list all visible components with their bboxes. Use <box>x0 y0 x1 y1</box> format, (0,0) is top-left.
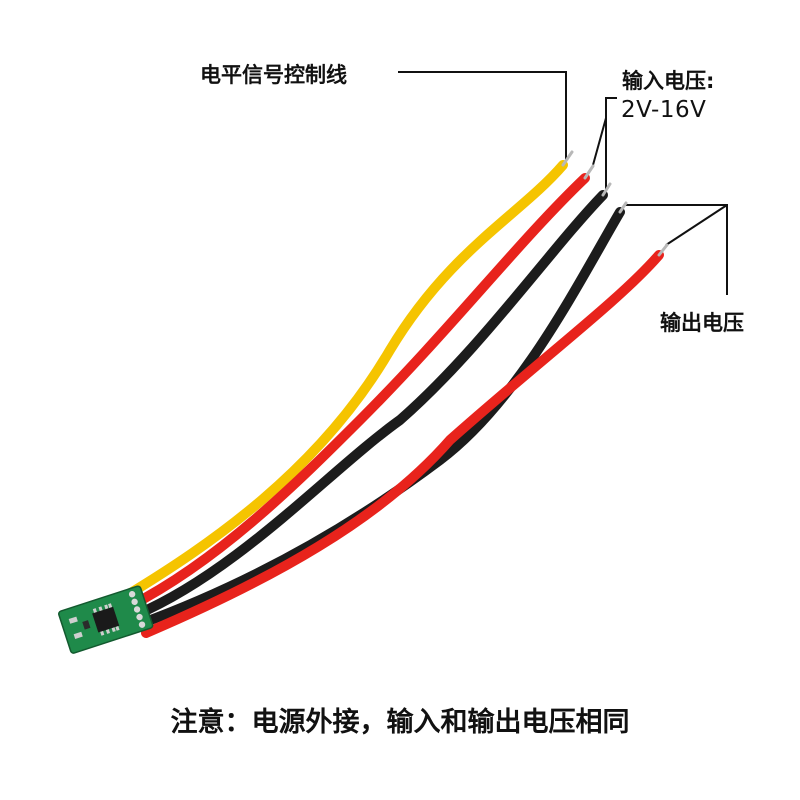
note-text: 注意：电源外接，输入和输出电压相同 <box>170 707 630 738</box>
black-output-wire <box>135 207 625 629</box>
black-output-wire-tip <box>618 201 628 214</box>
solder-pads <box>128 591 146 628</box>
black-input-wire-tip <box>601 182 612 197</box>
pcb-component-3 <box>82 620 91 630</box>
output-voltage-label: 输出电压 <box>660 311 744 335</box>
output-callout-line-2 <box>665 204 728 246</box>
signal-line-label: 电平信号控制线 <box>200 63 347 87</box>
yellow-wire <box>119 160 568 602</box>
signal-callout-line <box>398 71 567 160</box>
pcb-component <box>68 616 78 624</box>
wires <box>119 160 664 638</box>
yellow-wire-tip <box>561 150 574 167</box>
input-voltage-range: 2V-16V <box>621 97 707 123</box>
input-callout-line <box>592 97 617 166</box>
wire-tips <box>561 150 669 257</box>
callout-lines <box>398 71 728 295</box>
input-voltage-label: 输入电压: <box>622 69 715 93</box>
red-output-wire-tip <box>657 243 669 257</box>
red-output-wire <box>141 250 664 638</box>
chip-pins <box>92 603 120 636</box>
pcb-chip <box>92 606 120 633</box>
pcb-module <box>58 585 154 654</box>
black-input-wire <box>131 190 608 620</box>
pcb-component-2 <box>73 631 83 640</box>
red-input-wire <box>125 173 590 611</box>
red-input-wire-tip <box>583 164 595 180</box>
